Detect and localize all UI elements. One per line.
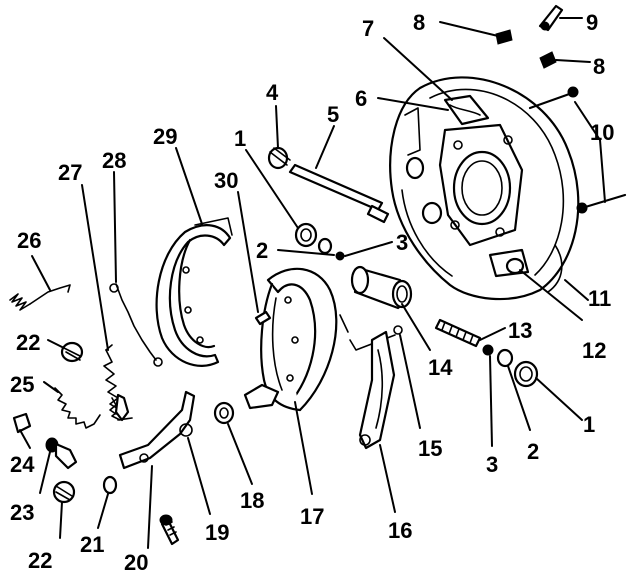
- retainer-cup-22-upper: [60, 341, 84, 363]
- callout-23: 23: [10, 500, 34, 525]
- callout-28: 28: [102, 148, 126, 173]
- callout-2-upper: 2: [256, 238, 268, 263]
- callout-1-upper: 1: [234, 126, 246, 151]
- bleeder-valve: [538, 4, 564, 32]
- callout-30: 30: [214, 168, 238, 193]
- callout-3-upper: 3: [396, 230, 408, 255]
- callout-27: 27: [58, 160, 82, 185]
- callout-5: 5: [327, 102, 339, 127]
- callout-8-upper: 8: [413, 10, 425, 35]
- hold-down-spring-26: [9, 284, 71, 311]
- callout-12: 12: [582, 338, 606, 363]
- callout-7: 7: [362, 16, 374, 41]
- callout-25: 25: [10, 372, 34, 397]
- callout-15: 15: [418, 436, 442, 461]
- callout-10: 10: [590, 120, 614, 145]
- clip-21: [102, 475, 118, 495]
- parking-brake-lever: [358, 330, 396, 450]
- callout-21: 21: [80, 532, 104, 557]
- bleeder-cap-upper: [495, 29, 513, 45]
- callout-29: 29: [153, 124, 177, 149]
- callout-19: 19: [205, 520, 229, 545]
- pin-30: [254, 310, 272, 326]
- part-23: [45, 437, 78, 470]
- actuator-lever: [118, 390, 196, 470]
- spring-25: [54, 387, 130, 429]
- backing-plate: [389, 76, 580, 301]
- washer-18: [213, 401, 235, 425]
- bleeder-cap-lower: [539, 51, 557, 69]
- callout-16: 16: [388, 518, 412, 543]
- callout-22-upper: 22: [16, 330, 40, 355]
- callout-2-lower: 2: [527, 439, 539, 464]
- callout-18: 18: [240, 488, 264, 513]
- callout-3-lower: 3: [486, 452, 498, 477]
- mounting-bolt-upper: [528, 86, 579, 110]
- callout-8-lower: 8: [593, 54, 605, 79]
- wheel-cylinder: [350, 265, 413, 310]
- callout-13: 13: [508, 318, 532, 343]
- mounting-bolt-lower: [576, 193, 627, 214]
- hold-down-pin-20: [159, 514, 180, 546]
- callout-4: 4: [266, 80, 279, 105]
- part-24: [12, 412, 32, 434]
- retainer-cup-22-lower: [52, 480, 76, 504]
- callout-26: 26: [17, 228, 41, 253]
- callout-14: 14: [428, 355, 453, 380]
- wheel-cylinder-parts-left: [294, 222, 345, 261]
- leader-lines: [19, 17, 606, 549]
- callout-17: 17: [300, 504, 324, 529]
- callout-6: 6: [355, 86, 367, 111]
- adjuster-spring-28: [109, 283, 163, 367]
- brake-shoe-secondary: [155, 217, 233, 367]
- callout-labels: 8 9 8 7 6 10 11 12 13 14 15 3 2 1 16 17 …: [10, 10, 614, 575]
- callout-1-lower: 1: [583, 412, 595, 437]
- callout-11: 11: [588, 286, 611, 311]
- callout-22-lower: 22: [28, 548, 52, 573]
- callout-20: 20: [124, 550, 148, 575]
- brake-shoe-primary: [243, 267, 338, 412]
- wheel-cylinder-parts-right: [434, 318, 539, 388]
- callout-24: 24: [10, 452, 35, 477]
- callout-9: 9: [586, 10, 598, 35]
- adjuster-screw: [267, 146, 390, 224]
